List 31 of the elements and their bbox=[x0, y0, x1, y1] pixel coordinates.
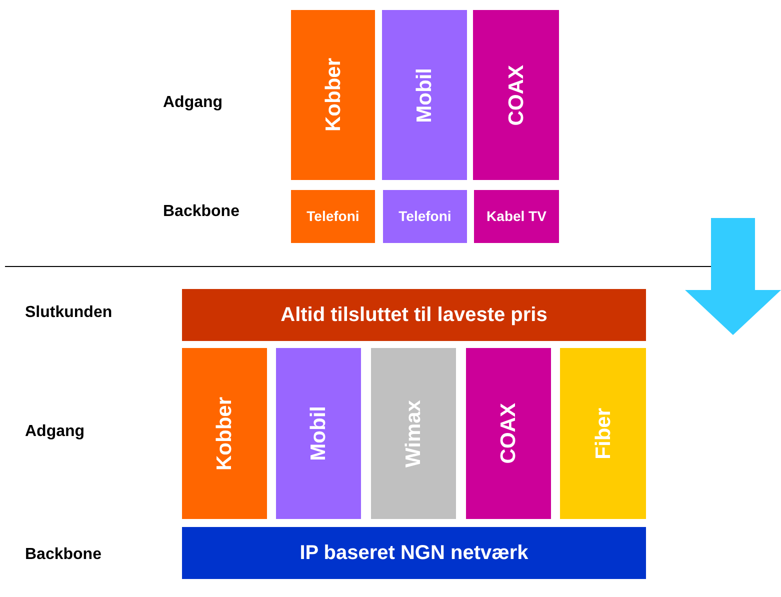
access-column bbox=[182, 348, 267, 519]
layer-bar bbox=[291, 190, 375, 243]
layer-bar bbox=[182, 289, 646, 341]
box-label: Wimax bbox=[403, 400, 424, 468]
box-label: Mobil bbox=[414, 68, 435, 122]
access-column bbox=[473, 10, 559, 180]
row-label: Adgang bbox=[163, 93, 223, 113]
layer-bar bbox=[474, 190, 559, 243]
box-label: Altid tilsluttet til laveste pris bbox=[280, 302, 548, 328]
box-label: Kabel TV bbox=[486, 208, 546, 226]
access-column bbox=[466, 348, 551, 519]
row-label: Backbone bbox=[25, 545, 102, 565]
access-column bbox=[382, 10, 467, 180]
row-label: Backbone bbox=[163, 202, 240, 222]
box-label: IP baseret NGN netværk bbox=[300, 540, 528, 566]
layer-bar bbox=[182, 527, 646, 579]
layer-bar bbox=[383, 190, 467, 243]
box-label: Kobber bbox=[322, 58, 344, 132]
box-label: Fiber bbox=[592, 408, 614, 460]
box-label: Kobber bbox=[214, 396, 235, 470]
access-column bbox=[276, 348, 361, 519]
access-column bbox=[291, 10, 375, 180]
box-label: Mobil bbox=[308, 406, 329, 461]
box-label: COAX bbox=[498, 403, 519, 464]
box-label: COAX bbox=[506, 64, 526, 126]
box-label: Telefoni bbox=[306, 208, 360, 226]
box-label: Telefoni bbox=[398, 208, 452, 226]
access-column bbox=[371, 348, 456, 519]
row-label: Slutkunden bbox=[25, 303, 112, 323]
access-column bbox=[560, 348, 646, 519]
row-label: Adgang bbox=[25, 422, 85, 442]
